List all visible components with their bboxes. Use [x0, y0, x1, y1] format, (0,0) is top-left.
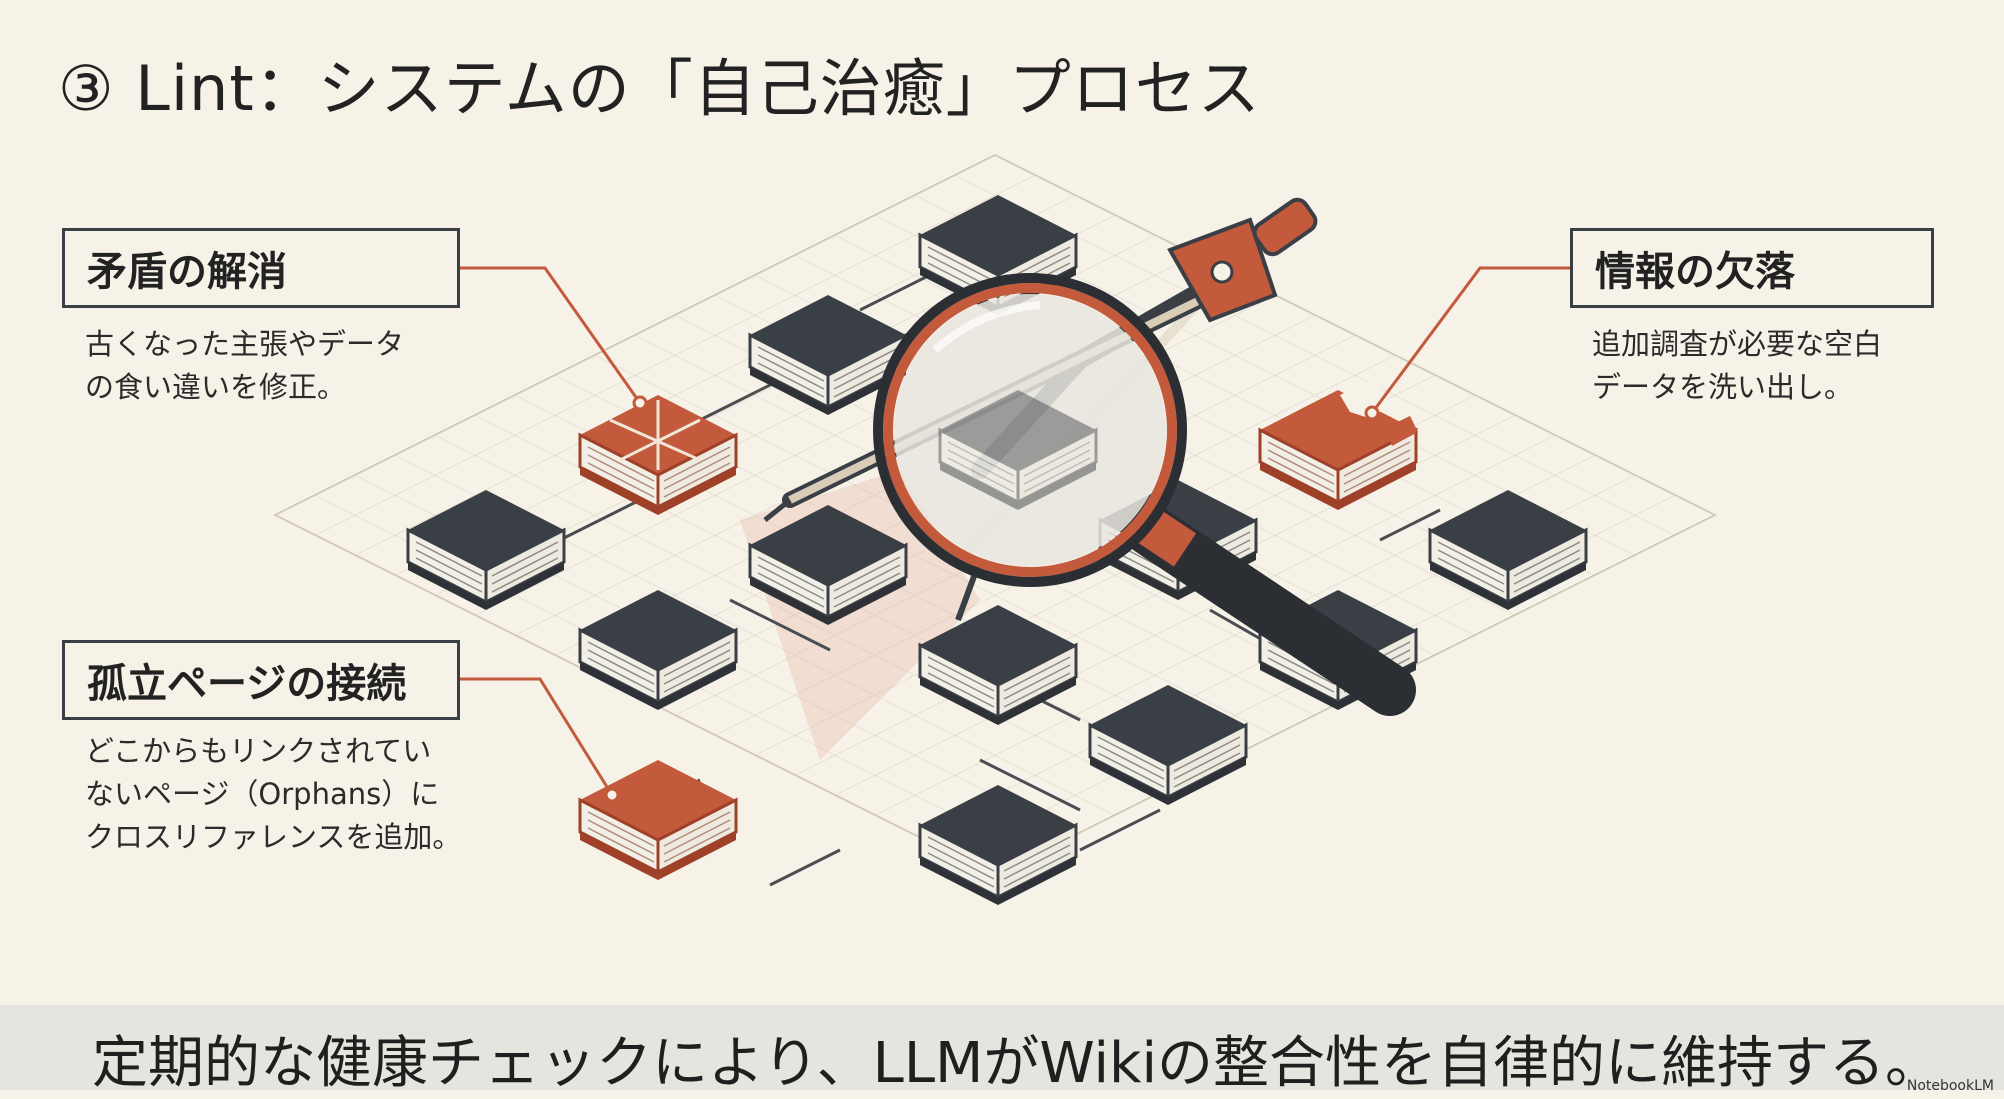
callout-orphan-text: どこからもリンクされてい ないページ（Orphans）に クロスリファレンスを追… [85, 730, 461, 859]
callout-heading-text: 矛盾の解消 [87, 249, 287, 295]
callout-heading-text: 孤立ページの接続 [87, 661, 407, 707]
callout-line: ないページ（Orphans）に [85, 777, 440, 811]
callout-contradiction-heading: 矛盾の解消 [62, 228, 460, 308]
callout-line: データを洗い出し。 [1592, 370, 1854, 404]
orphan-book-icon [578, 758, 738, 882]
callout-gap-text: 追加調査が必要な空白 データを洗い出し。 [1592, 323, 1882, 409]
callout-line: 追加調査が必要な空白 [1592, 327, 1883, 361]
twine-icon [609, 400, 701, 470]
callout-gap-heading: 情報の欠落 [1570, 228, 1934, 308]
callout-leaders [460, 266, 1570, 796]
callout-heading-text: 情報の欠落 [1595, 249, 1795, 295]
footer-band [0, 1005, 2004, 1090]
callout-line: の食い違いを修正。 [85, 370, 347, 404]
watermark: NotebookLM [1906, 1078, 1994, 1094]
callout-line: どこからもリンクされてい [85, 734, 432, 768]
magnifying-glass-icon [873, 273, 1416, 716]
callout-orphan-heading: 孤立ページの接続 [62, 640, 460, 720]
page-title: ③ Lint：システムの「自己治癒」プロセス [58, 52, 1261, 125]
callout-line: クロスリファレンスを追加。 [85, 820, 462, 854]
callout-line: 古くなった主張やデータ [85, 327, 405, 361]
callout-contradiction-text: 古くなった主張やデータ の食い違いを修正。 [85, 323, 404, 409]
footer-caption: 定期的な健康チェックにより、LLMがWikiの整合性を自律的に維持する。 [92, 1031, 1942, 1096]
